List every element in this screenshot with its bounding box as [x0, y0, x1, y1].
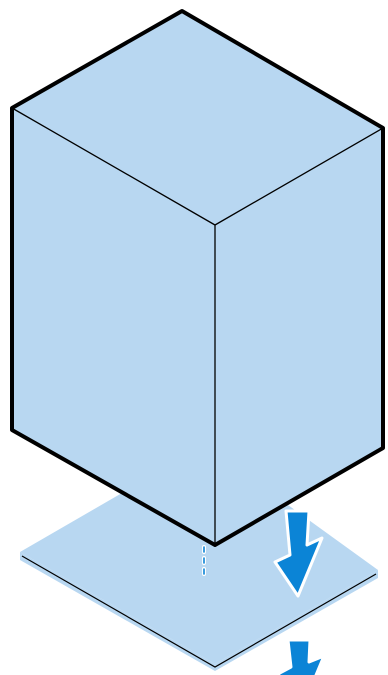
tall-box: [12, 11, 383, 545]
down-arrow-icon: [278, 640, 324, 675]
down-arrow-lower: [278, 640, 324, 675]
